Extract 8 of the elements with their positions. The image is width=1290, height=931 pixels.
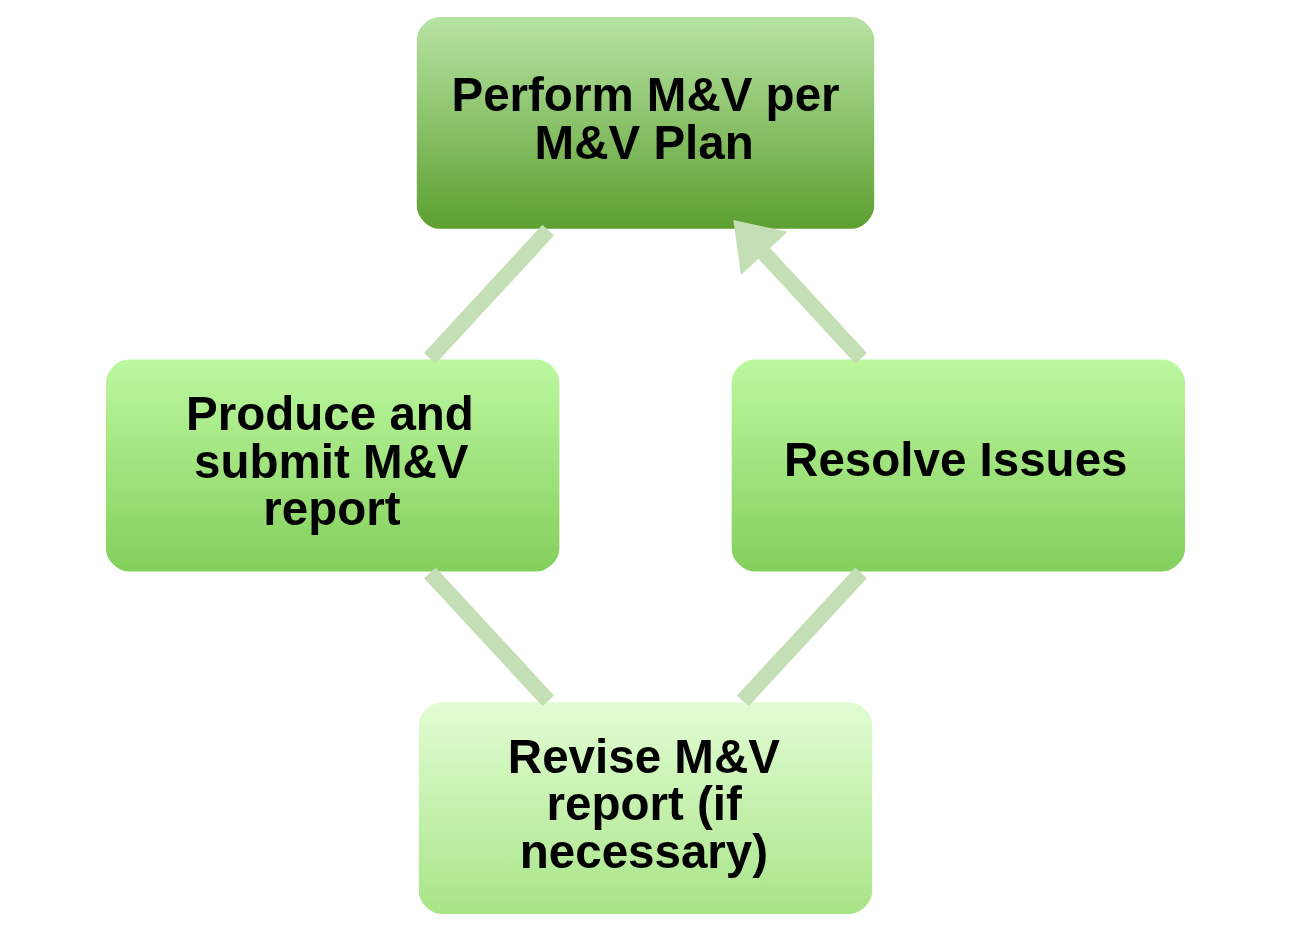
node-box: Produce and submit M&V report — [103, 357, 561, 574]
node-box: Perform M&V per M&V Plan — [414, 15, 876, 231]
connector — [423, 567, 554, 707]
arrow — [732, 220, 867, 364]
node-box: Revise M&V report (if necessary) — [416, 700, 874, 916]
connector — [423, 224, 554, 364]
connector — [736, 567, 867, 707]
node-box: Resolve Issues — [729, 357, 1187, 574]
